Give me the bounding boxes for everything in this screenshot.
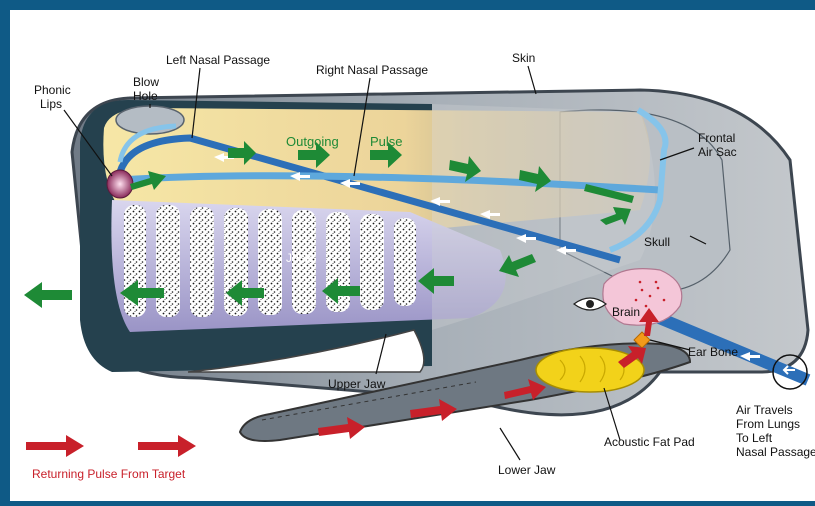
acoustic-fat-pad bbox=[536, 348, 644, 392]
frontal-air-sac-label-2: Air Sac bbox=[698, 145, 737, 159]
air-travels-label-4: Nasal Passage bbox=[736, 445, 815, 459]
ear-bone-label: Ear Bone bbox=[688, 345, 738, 359]
frontal-air-sac-label-1: Frontal bbox=[698, 131, 735, 145]
right-nasal-passage-label: Right Nasal Passage bbox=[316, 63, 428, 77]
air-travels-label-2: From Lungs bbox=[736, 417, 800, 431]
junk-label: Junk bbox=[286, 251, 312, 265]
outgoing-label: Outgoing bbox=[286, 134, 339, 149]
lower-jaw-label: Lower Jaw bbox=[498, 463, 556, 477]
returning-pulse-label: Returning Pulse From Target bbox=[32, 467, 186, 481]
junk-lenses bbox=[124, 205, 416, 317]
pulse-label: Pulse bbox=[370, 134, 403, 149]
phonic-lips-label-1: Phonic bbox=[34, 83, 71, 97]
brain-label: Brain bbox=[612, 305, 640, 319]
blow-hole-label-1: Blow bbox=[133, 75, 159, 89]
skin-label: Skin bbox=[512, 51, 535, 65]
acoustic-fat-pad-label: Acoustic Fat Pad bbox=[604, 435, 695, 449]
upper-jaw-label: Upper Jaw bbox=[328, 377, 386, 391]
phonic-lips-label-2: Lips bbox=[40, 97, 62, 111]
blow-hole-label-2: Hole bbox=[133, 89, 158, 103]
skull-label: Skull bbox=[644, 235, 670, 249]
air-travels-label-1: Air Travels bbox=[736, 403, 793, 417]
left-nasal-passage-label: Left Nasal Passage bbox=[166, 53, 270, 67]
air-travels-label-3: To Left bbox=[736, 431, 773, 445]
